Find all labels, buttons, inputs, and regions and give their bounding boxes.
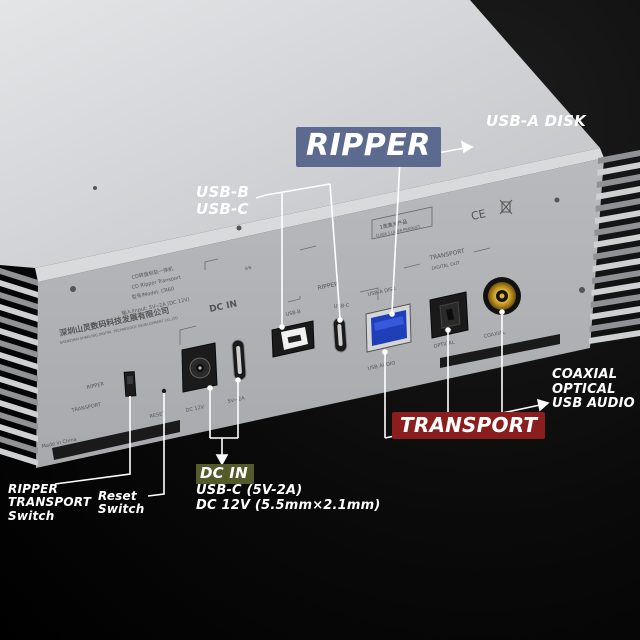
heatsink-fin [0, 424, 38, 442]
back-panel [36, 158, 604, 468]
heatsink-fin [596, 186, 640, 200]
dc-in-tag: DC IN [196, 464, 254, 484]
optical-callout-label: OPTICAL [552, 381, 616, 397]
switch-callout-line-1: RIPPER [8, 482, 58, 496]
heatsink-fin [595, 198, 640, 212]
usb-b-port[interactable] [271, 320, 315, 358]
heatsink-fin [0, 292, 38, 310]
laser-label: 1类激光产品 CLASS 1 LASER PRODUCT [371, 206, 433, 240]
usb-c-ripper-port[interactable] [332, 317, 348, 353]
print-ripper: RIPPER [317, 281, 339, 292]
heatsink-fin [596, 174, 640, 188]
heatsink-fin [597, 162, 640, 176]
heatsink-fin [0, 304, 38, 322]
heatsink-fin [598, 150, 640, 164]
print-optical: OPTICAL [433, 340, 455, 350]
weee-bin-icon [499, 199, 513, 215]
usb-a-disk-callout: USB-A DISK [486, 112, 586, 130]
transport-tag: TRANSPORT [392, 412, 546, 440]
heatsink-fin [0, 448, 38, 466]
heatsink-fin [0, 436, 38, 454]
ripper-transport-switch[interactable] [123, 371, 137, 397]
heatsink-fin [0, 352, 38, 370]
heatsink-fin [590, 306, 640, 320]
ripper-transport-switch-callout: RIPPER TRANSPORT Switch [8, 482, 92, 523]
print-ce: CE [470, 207, 487, 223]
print-switch-ripper: RIPPER [86, 381, 105, 391]
print-sn: S/N [244, 265, 252, 271]
reset-callout-line-2: Switch [98, 502, 145, 517]
heatsink-fin [593, 246, 640, 260]
heatsink-fin [0, 364, 38, 382]
heatsink-fin [0, 328, 38, 346]
usb-b-usb-c-callout: USB-B USB-C [196, 184, 249, 218]
print-usb-c: USB-C [334, 303, 350, 310]
foot-right [440, 334, 560, 368]
foot-left [52, 420, 180, 460]
print-usb-a-disk: USB-A DISK [367, 286, 397, 298]
heatsink-fin [589, 330, 640, 344]
dc-in-specs: USB-C (5V-2A) DC 12V (5.5mm×2.1mm) [196, 483, 381, 513]
heatsink-fin [594, 222, 640, 236]
heatsink-fin [0, 340, 38, 358]
heatsink-fin [591, 282, 640, 296]
heatsink-fin [0, 400, 38, 418]
print-usb-b: USB-B [285, 309, 302, 318]
heatsink-fin [0, 280, 38, 298]
print-reset: RESET [149, 411, 167, 420]
reset-pinhole[interactable] [161, 388, 167, 394]
heatsink-fin [0, 268, 38, 286]
print-digital-out: DIGITAL OUT [431, 260, 460, 272]
heatsink-fin [0, 376, 38, 394]
heatsink-fin [589, 318, 640, 332]
switch-callout-line-2: TRANSPORT [8, 495, 92, 510]
print-usb-audio: USB AUDIO [367, 360, 396, 372]
print-dc-12v: DC 12V [185, 404, 205, 414]
heatsink-fin [0, 316, 38, 334]
usb-c-callout-label: USB-C [196, 199, 249, 218]
panel-brackets [179, 245, 491, 345]
heatsink-fin [0, 388, 38, 406]
left-heatsink-fins [0, 268, 38, 466]
print-usbc-2a: 5V⎓2A [227, 395, 246, 405]
optical-output-port[interactable] [429, 291, 469, 339]
usb-audio-callout-label: USB AUDIO [552, 396, 635, 412]
dc-in-usbc-spec: USB-C (5V-2A) [196, 483, 303, 498]
heatsink-fin [592, 270, 640, 284]
top-bevel [35, 148, 604, 282]
heatsink-fin [0, 412, 38, 430]
heatsink-fin [595, 210, 640, 224]
right-heatsink-fins [589, 150, 640, 344]
heatsink-fin [593, 234, 640, 248]
dc-12v-jack[interactable] [181, 342, 218, 393]
print-coaxial: COAXIAL [483, 329, 506, 339]
dc-in-12v-spec: DC 12V (5.5mm×2.1mm) [196, 497, 381, 513]
usb-a-disk-port[interactable] [365, 303, 412, 353]
screws [70, 186, 585, 293]
switch-callout-line-3: Switch [8, 508, 55, 523]
coaxial-callout-label: COAXIAL [552, 367, 618, 382]
usb-b-callout-label: USB-B [196, 183, 250, 201]
reset-callout-line-1: Reset [98, 489, 137, 503]
callout-lines [54, 140, 550, 497]
coaxial-output-port[interactable] [483, 277, 521, 315]
heatsink-fin [592, 258, 640, 272]
heatsink-fin [590, 294, 640, 308]
outputs-callout: COAXIAL OPTICAL USB AUDIO [552, 367, 635, 412]
usb-c-power-port[interactable] [231, 339, 247, 381]
reset-switch-callout: Reset Switch [98, 489, 145, 517]
ripper-tag: RIPPER [296, 127, 441, 167]
